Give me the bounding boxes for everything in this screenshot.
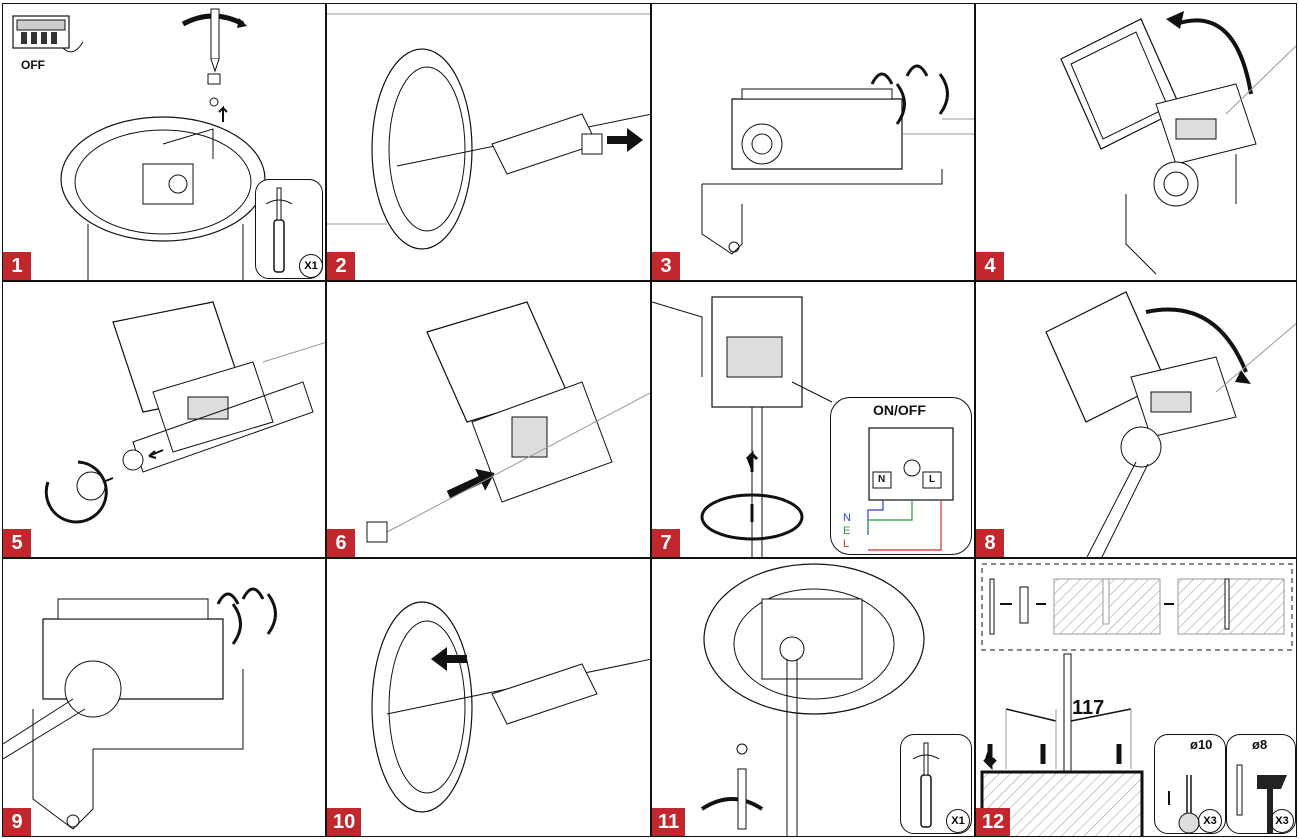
step-panel-12: 117 ø10 X3 ø8 X3 12: [975, 558, 1297, 837]
step-10-illustration: [371, 601, 650, 813]
screwdriver-rotate-icon: [181, 8, 247, 73]
step-panel-1: OFF X1 1: [2, 3, 326, 281]
wire-e-label: E: [843, 525, 851, 537]
step-1-illustration: [12, 8, 266, 280]
screwdriver-icon: [265, 187, 293, 273]
step-number-badge: 7: [652, 529, 680, 557]
drill-bit-icon: [1168, 775, 1200, 834]
plug-diameter-label: ø8: [1252, 737, 1268, 752]
step-panel-6: 6: [326, 281, 651, 558]
step-panel-7: ON/OFF N L N E L 7: [651, 281, 975, 558]
dimension-label: 117: [1072, 697, 1105, 719]
step-11-illustration: [700, 563, 925, 836]
step-panel-4: 4: [975, 3, 1297, 281]
step-panel-11: X1 11: [651, 558, 975, 837]
step-panel-3: 3: [651, 3, 975, 281]
circuit-breaker-icon: [12, 15, 84, 53]
step-9-illustration: [3, 587, 277, 830]
step-panel-9: 9: [2, 558, 326, 837]
terminal-block-icon: [867, 427, 954, 551]
step-number-badge: 12: [976, 808, 1011, 836]
hammer-quantity-badge: X3: [1270, 809, 1294, 833]
step-2-illustration: [327, 13, 650, 250]
step-number-badge: 10: [327, 808, 362, 836]
step-number-badge: 1: [3, 252, 31, 280]
step-number-badge: 5: [3, 529, 31, 557]
step-4-illustration: [1060, 11, 1296, 275]
breaker-off-label: OFF: [21, 58, 45, 72]
step-number-badge: 6: [327, 529, 355, 557]
hammer-icon: [1236, 764, 1287, 833]
step-6-illustration: [366, 301, 650, 543]
step-5-illustration: [44, 301, 325, 524]
tool-quantity-badge: X1: [946, 809, 970, 833]
terminal-callout: ON/OFF N L N E L: [830, 397, 972, 555]
step-number-badge: 9: [3, 808, 31, 836]
terminal-l-label: L: [929, 474, 936, 485]
drill-diameter-label: ø10: [1190, 737, 1213, 752]
callout-title: ON/OFF: [873, 402, 926, 418]
step-number-badge: 2: [327, 252, 355, 280]
screwdriver-icon: [912, 742, 940, 828]
step-3-illustration: [701, 64, 974, 255]
terminal-n-label: N: [878, 474, 886, 485]
step-panel-2: 2: [326, 3, 651, 281]
tool-quantity-badge: X1: [299, 254, 323, 278]
step-panel-8: 8: [975, 281, 1297, 558]
wire-n-label: N: [843, 512, 851, 524]
drill-quantity-badge: X3: [1198, 809, 1222, 833]
step-number-badge: 8: [976, 529, 1004, 557]
step-panel-10: 10: [326, 558, 651, 837]
step-8-illustration: [1045, 291, 1296, 557]
step-number-badge: 11: [652, 808, 686, 836]
step-number-badge: 4: [976, 252, 1004, 280]
step-number-badge: 3: [652, 252, 680, 280]
step-7-illustration: [652, 296, 833, 557]
step-12-illustration: [980, 563, 1293, 836]
step-panel-5: 5: [2, 281, 326, 558]
wire-l-label: L: [843, 538, 850, 550]
